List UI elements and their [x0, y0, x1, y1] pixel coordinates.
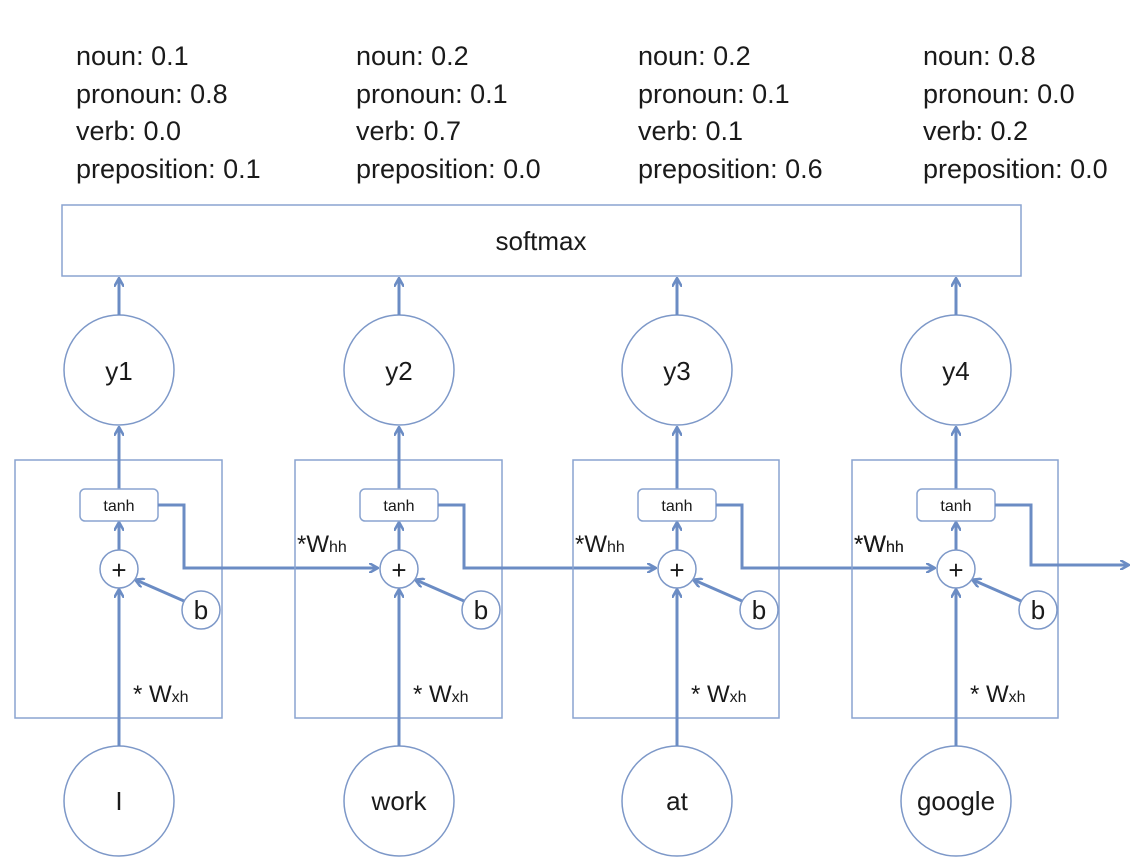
recurrent-connection-arrow — [438, 503, 655, 568]
sum-node — [379, 549, 419, 589]
input-word-label: work — [371, 786, 428, 816]
prob-label: pronoun: 0.8 — [76, 79, 228, 109]
bias-node — [461, 590, 501, 630]
bias-to-sum-arrow — [416, 580, 465, 603]
whh-label: *Whh — [297, 531, 347, 558]
sum-node — [936, 549, 976, 589]
input-word-label: google — [917, 786, 995, 816]
timestep-4: noun: 0.8 pronoun: 0.0 verb: 0.2 prepositio… — [851, 41, 1128, 857]
plus-sign: + — [111, 555, 126, 585]
timestep-2: noun: 0.2 pronoun: 0.1 verb: 0.7 prepositio… — [294, 41, 655, 857]
recurrent-connection-arrow — [158, 503, 377, 568]
bias-node — [1018, 590, 1058, 630]
bias-to-sum-arrow — [973, 580, 1022, 603]
prob-label: pronoun: 0.1 — [356, 79, 508, 109]
tanh-label: tanh — [940, 498, 971, 515]
output-label: y3 — [663, 356, 690, 386]
prob-label: verb: 0.1 — [638, 116, 743, 146]
timestep-1: noun: 0.1 pronoun: 0.8 verb: 0.0 prepositio… — [14, 41, 377, 857]
bias-node — [181, 590, 221, 630]
tanh-label: tanh — [661, 498, 692, 515]
bias-to-sum-arrow — [694, 580, 743, 603]
wxh-label: * Wxh — [133, 681, 189, 708]
wxh-label: * Wxh — [970, 681, 1026, 708]
output-label: y1 — [105, 356, 132, 386]
tanh-label: tanh — [383, 498, 414, 515]
bias-node — [739, 590, 779, 630]
plus-sign: + — [669, 555, 684, 585]
timestep-3: noun: 0.2 pronoun: 0.1 verb: 0.1 prepositio… — [572, 41, 934, 857]
prob-label: preposition: 0.1 — [76, 154, 261, 184]
plus-sign: + — [948, 555, 963, 585]
bias-to-sum-arrow — [136, 580, 185, 603]
bias-label: b — [1031, 595, 1045, 625]
recurrent-output-arrow — [995, 503, 1128, 565]
softmax-box — [61, 204, 1022, 277]
bias-label: b — [194, 595, 208, 625]
softmax-label: softmax — [495, 226, 586, 256]
prob-label: noun: 0.1 — [76, 41, 189, 71]
plus-sign: + — [391, 555, 406, 585]
sum-node — [657, 549, 697, 589]
whh-label: *Whh — [854, 531, 904, 558]
prob-label: preposition: 0.0 — [356, 154, 541, 184]
prob-label: verb: 0.0 — [76, 116, 181, 146]
bias-label: b — [752, 595, 766, 625]
prob-label: noun: 0.2 — [638, 41, 751, 71]
bias-label: b — [474, 595, 488, 625]
prob-label: pronoun: 0.1 — [638, 79, 790, 109]
whh-label: *Whh — [575, 531, 625, 558]
prob-label: verb: 0.2 — [923, 116, 1028, 146]
wxh-label: * Wxh — [413, 681, 469, 708]
output-label: y2 — [385, 356, 412, 386]
output-label: y4 — [942, 356, 969, 386]
whh-label: *Whh — [854, 531, 904, 558]
wxh-label: * Wxh — [691, 681, 747, 708]
tanh-label: tanh — [103, 498, 134, 515]
prob-label: noun: 0.2 — [356, 41, 469, 71]
input-word-label: at — [666, 786, 688, 816]
prob-label: verb: 0.7 — [356, 116, 461, 146]
prob-label: preposition: 0.6 — [638, 154, 823, 184]
prob-label: preposition: 0.0 — [923, 154, 1108, 184]
prob-label: pronoun: 0.0 — [923, 79, 1075, 109]
input-word-label: I — [115, 786, 122, 816]
recurrent-connection-arrow — [716, 503, 934, 568]
prob-label: noun: 0.8 — [923, 41, 1036, 71]
sum-node — [99, 549, 139, 589]
